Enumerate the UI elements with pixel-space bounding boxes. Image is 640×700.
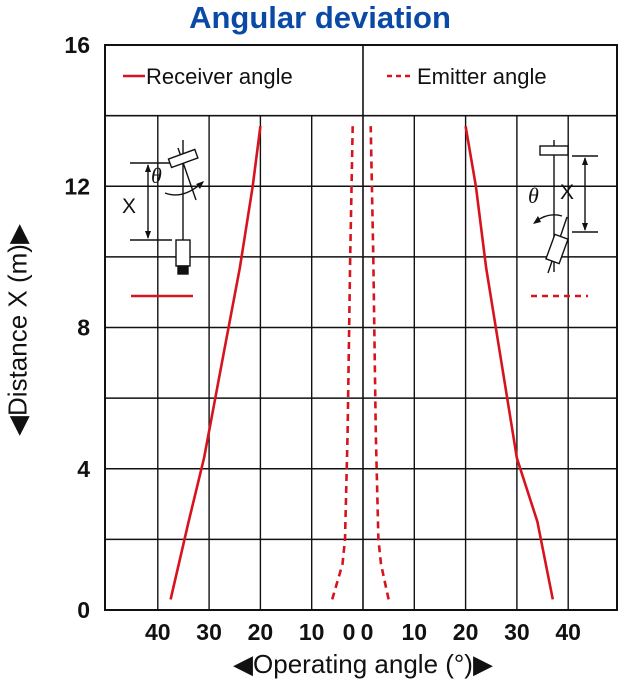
receiver-inset-x-arrow-up	[145, 164, 151, 172]
y-tick-label: 0	[77, 597, 90, 623]
receiver-inset-emitter-box	[167, 148, 199, 169]
emitter-inset-x-label: X	[560, 181, 574, 204]
legend-panel	[106, 46, 616, 116]
chart-title: Angular deviation	[189, 0, 451, 35]
y-tick-label: 16	[64, 32, 90, 58]
x-tick-label: 10	[402, 619, 428, 645]
x-tick-label: 10	[299, 619, 325, 645]
x-tick-label: 30	[196, 619, 222, 645]
x-axis-label: ◀Operating angle (°)▶	[233, 649, 493, 679]
emitter-inset-diagram	[531, 140, 598, 298]
receiver-inset-theta-label: θ	[151, 163, 162, 188]
emitter-inset-receiver-box	[539, 145, 569, 156]
emitter-inset-theta-label: θ	[528, 183, 539, 208]
x-tick-label: 40	[555, 619, 581, 645]
x-tick-label: 0	[343, 619, 356, 645]
emitter-inset-arc-arrow	[533, 216, 541, 224]
receiver-inset-x-label: X	[122, 195, 136, 218]
series-layer	[169, 125, 555, 600]
receiver-angle-line-right	[464, 125, 555, 600]
plot-frame	[104, 44, 618, 611]
y-tick-label: 8	[77, 315, 90, 341]
x-tick-label: 0	[361, 619, 374, 645]
emitter-inset-x-arrow-down	[582, 223, 588, 231]
y-tick-label: 12	[64, 173, 90, 199]
receiver-angle-line-left	[169, 126, 262, 600]
grid	[104, 44, 618, 611]
x-tick-label: 30	[504, 619, 530, 645]
emitter-inset-x-arrow-up	[582, 157, 588, 165]
receiver-inset-arc-arrow	[196, 181, 204, 189]
receiver-inset-receiver-base	[177, 265, 189, 275]
y-tick-label: 4	[77, 456, 90, 482]
receiver-inset-x-arrow-down	[145, 231, 151, 239]
receiver-inset-receiver-box	[175, 239, 191, 267]
x-tick-label: 40	[145, 619, 171, 645]
emitter-angle-line-right	[369, 126, 390, 600]
emitter-inset-emitter-box	[545, 233, 569, 265]
legend-receiver-label: Receiver angle	[146, 64, 293, 89]
legend: Receiver angle Emitter angle	[123, 64, 547, 89]
legend-emitter-label: Emitter angle	[417, 64, 547, 89]
x-tick-label: 20	[453, 619, 479, 645]
receiver-inset-diagram	[130, 140, 204, 298]
x-tick-label: 20	[248, 619, 274, 645]
emitter-angle-line-left	[330, 126, 354, 600]
